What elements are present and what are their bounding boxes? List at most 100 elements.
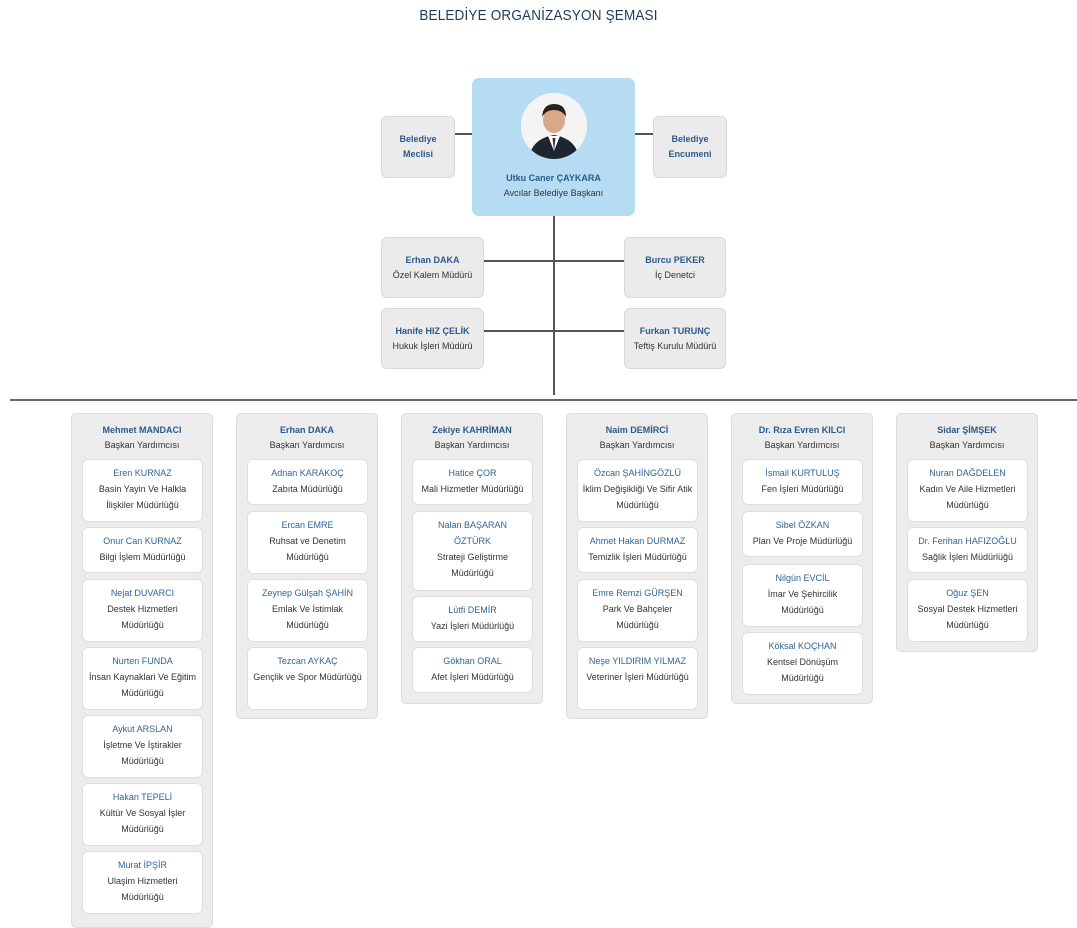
- department-name: Afet İşleri Müdürlüğü: [431, 672, 514, 682]
- department-name: İşletme Ve İştirakler Müdürlüğü: [103, 740, 182, 766]
- mayor-box[interactable]: Utku Caner ÇAYKARA Avcılar Belediye Başk…: [472, 78, 635, 216]
- department-card[interactable]: Adnan KARAKOÇ Zabıta Müdürlüğü: [247, 459, 368, 505]
- staff-role: Teftiş Kurulu Müdürü: [633, 340, 717, 351]
- department-card[interactable]: Ahmet Hakan DURMAZ Temizlik İşleri Müdür…: [577, 527, 698, 573]
- department-name: Yazi İşleri Müdürlüğü: [430, 621, 515, 631]
- connector-line: [10, 399, 1077, 401]
- department-card[interactable]: Gökhan ORAL Afet İşleri Müdürlüğü: [412, 647, 533, 693]
- manager-name: Hakan TEPELİ: [112, 792, 173, 802]
- department-name: Emlak Ve İstimlak Müdürlüğü: [271, 604, 344, 630]
- staff-name: Furkan TURUNÇ: [639, 325, 711, 336]
- deputy-column: Dr. Rıza Evren KILCI Başkan Yardımcısı İ…: [731, 413, 873, 704]
- deputy-header[interactable]: Zekiye KAHRİMAN Başkan Yardımcısı: [402, 414, 542, 458]
- department-card[interactable]: Dr. Ferihan HAFIZOĞLU Sağlik İşleri Müdü…: [907, 527, 1028, 573]
- staff-box[interactable]: Hanife HIZ ÇELİK Hukuk İşleri Müdürü: [381, 308, 484, 369]
- manager-name: Nurten FUNDA: [112, 656, 173, 666]
- department-card[interactable]: Zeynep Gülşah ŞAHİN Emlak Ve İstimlak Mü…: [247, 579, 368, 642]
- staff-box[interactable]: Erhan DAKA Özel Kalem Müdürü: [381, 237, 484, 298]
- manager-name: Oğuz ŞEN: [946, 588, 989, 598]
- deputy-column: Erhan DAKA Başkan Yardımcısı Adnan KARAK…: [236, 413, 378, 719]
- manager-name: Dr. Ferihan HAFIZOĞLU: [918, 536, 1017, 546]
- department-card[interactable]: Hakan TEPELİ Kültür Ve Sosyal İşler Müdü…: [82, 783, 203, 846]
- manager-name: Nilgün EVCİL: [775, 573, 830, 583]
- department-card[interactable]: Sibel ÖZKAN Plan Ve Proje Müdürlüğü: [742, 511, 863, 557]
- manager-name: Köksal KOÇHAN: [768, 641, 837, 651]
- department-name: Ruhsat ve Denetim Müdürlüğü: [269, 536, 346, 562]
- department-card[interactable]: Neşe YILDIRIM YILMAZ Veteriner İşleri Mü…: [577, 647, 698, 710]
- department-name: Kentsel Dönüşüm Müdürlüğü: [766, 657, 839, 683]
- staff-name: Erhan DAKA: [405, 254, 460, 265]
- manager-name: Sibel ÖZKAN: [775, 520, 830, 530]
- connector-line: [635, 133, 653, 135]
- deputy-header[interactable]: Dr. Rıza Evren KILCI Başkan Yardımcısı: [732, 414, 872, 458]
- manager-name: Adnan KARAKOÇ: [271, 468, 344, 478]
- manager-name: Nalan BAŞARAN ÖZTÜRK: [437, 520, 508, 546]
- mayor-photo: [521, 93, 587, 159]
- department-card[interactable]: Murat İPŞİR Ulaşim Hizmetleri Müdürlüğü: [82, 851, 203, 914]
- deputy-header[interactable]: Erhan DAKA Başkan Yardımcısı: [237, 414, 377, 458]
- manager-name: Onur Can KURNAZ: [103, 536, 182, 546]
- belediye-encumeni-box[interactable]: Belediye Encumeni: [653, 116, 727, 178]
- department-card[interactable]: Oğuz ŞEN Sosyal Destek Hizmetleri Müdürl…: [907, 579, 1028, 642]
- department-name: Temizlik İşleri Müdürlüğü: [588, 552, 687, 562]
- deputy-name: Sidar ŞİMŞEK: [937, 425, 997, 435]
- manager-name: Nejat DUVARCI: [110, 588, 175, 598]
- staff-box[interactable]: Burcu PEKER İç Denetci: [624, 237, 726, 298]
- department-name: Sosyal Destek Hizmetleri Müdürlüğü: [917, 604, 1018, 630]
- deputy-header[interactable]: Mehmet MANDACI Başkan Yardımcısı: [72, 414, 212, 458]
- department-card[interactable]: Emre Remzi GÜRŞEN Park Ve Bahçeler Müdür…: [577, 579, 698, 642]
- manager-name: Neşe YILDIRIM YILMAZ: [588, 656, 687, 666]
- department-name: Zabıta Müdürlüğü: [272, 484, 343, 494]
- department-name: Sağlik İşleri Müdürlüğü: [921, 552, 1014, 562]
- manager-name: Özcan ŞAHİNGÖZLÜ: [593, 468, 682, 478]
- department-name: İnsan Kaynaklari Ve Eğitim Müdürlüğü: [88, 672, 197, 698]
- department-card[interactable]: Eren KURNAZ Basin Yayin Ve Halkla İlişki…: [82, 459, 203, 522]
- deputy-header[interactable]: Naim DEMİRCİ Başkan Yardımcısı: [567, 414, 707, 458]
- mayor-role: Avcılar Belediye Başkanı: [503, 188, 604, 198]
- department-card[interactable]: Nilgün EVCİL İmar Ve Şehircilik Müdürlüğ…: [742, 564, 863, 627]
- department-card[interactable]: Tezcan AYKAÇ Gençlik ve Spor Müdürlüğü: [247, 647, 368, 710]
- deputy-column: Mehmet MANDACI Başkan Yardımcısı Eren KU…: [71, 413, 213, 928]
- department-name: Plan Ve Proje Müdürlüğü: [752, 536, 853, 546]
- department-name: Mali Hizmetler Müdürlüğü: [421, 484, 524, 494]
- department-name: Fen İşleri Müdürlüğü: [761, 484, 844, 494]
- department-card[interactable]: Köksal KOÇHAN Kentsel Dönüşüm Müdürlüğü: [742, 632, 863, 695]
- department-name: Gençlik ve Spor Müdürlüğü: [253, 672, 362, 682]
- belediye-meclisi-box[interactable]: Belediye Meclisi: [381, 116, 455, 178]
- connector-line: [484, 260, 624, 262]
- manager-name: Hatice ÇOR: [448, 468, 497, 478]
- department-card[interactable]: Onur Can KURNAZ Bilgi İşlem Müdürlüğü: [82, 527, 203, 573]
- department-card[interactable]: Nejat DUVARCI Destek Hizmetleri Müdürlüğ…: [82, 579, 203, 642]
- deputy-name: Dr. Rıza Evren KILCI: [758, 425, 846, 435]
- manager-name: Ahmet Hakan DURMAZ: [589, 536, 686, 546]
- connector-line: [553, 216, 555, 395]
- staff-name: Burcu PEKER: [645, 254, 705, 265]
- department-name: Veteriner İşleri Müdürlüğü: [586, 672, 689, 682]
- deputy-name: Mehmet MANDACI: [102, 425, 182, 435]
- side-right-line2: Encumeni: [668, 149, 712, 159]
- department-name: İmar Ve Şehircilik Müdürlüğü: [767, 589, 838, 615]
- department-name: Park Ve Bahçeler Müdürlüğü: [602, 604, 673, 630]
- department-card[interactable]: Nalan BAŞARAN ÖZTÜRK Strateji Geliştirme…: [412, 511, 533, 591]
- department-name: Destek Hizmetleri Müdürlüğü: [107, 604, 178, 630]
- department-name: Basin Yayin Ve Halkla İlişkiler Müdürlüğ…: [98, 484, 187, 510]
- department-card[interactable]: Nurten FUNDA İnsan Kaynaklari Ve Eğitim …: [82, 647, 203, 710]
- department-card[interactable]: İsmail KURTULUŞ Fen İşleri Müdürlüğü: [742, 459, 863, 505]
- page-title: BELEDİYE ORGANİZASYON ŞEMASI: [419, 7, 658, 24]
- department-card[interactable]: Lütfi DEMİR Yazi İşleri Müdürlüğü: [412, 596, 533, 642]
- department-card[interactable]: Nuran DAĞDELEN Kadın Ve Aile Hizmetleri …: [907, 459, 1028, 522]
- department-card[interactable]: Aykut ARSLAN İşletme Ve İştirakler Müdür…: [82, 715, 203, 778]
- connector-line: [455, 133, 472, 135]
- manager-name: Aykut ARSLAN: [112, 724, 173, 734]
- department-name: İklim Değişikliği Ve Sifir Atik Müdürlüğ…: [582, 484, 693, 510]
- manager-name: İsmail KURTULUŞ: [765, 468, 840, 478]
- manager-name: Lütfi DEMİR: [448, 605, 497, 615]
- staff-box[interactable]: Furkan TURUNÇ Teftiş Kurulu Müdürü: [624, 308, 726, 369]
- deputy-header[interactable]: Sidar ŞİMŞEK Başkan Yardımcısı: [897, 414, 1037, 458]
- department-card[interactable]: Ercan EMRE Ruhsat ve Denetim Müdürlüğü: [247, 511, 368, 574]
- deputy-role: Başkan Yardımcısı: [269, 440, 345, 450]
- manager-name: Emre Remzi GÜRŞEN: [592, 588, 683, 598]
- department-card[interactable]: Hatice ÇOR Mali Hizmetler Müdürlüğü: [412, 459, 533, 505]
- department-card[interactable]: Özcan ŞAHİNGÖZLÜ İklim Değişikliği Ve Si…: [577, 459, 698, 522]
- department-name: Kültür Ve Sosyal İşler Müdürlüğü: [99, 808, 186, 834]
